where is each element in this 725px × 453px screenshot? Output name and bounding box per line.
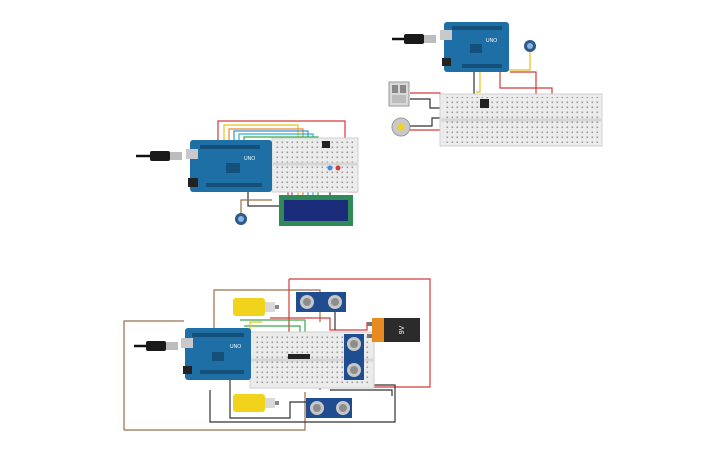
usb-cable-icon[interactable]	[134, 341, 178, 351]
potentiometer-icon[interactable]	[235, 213, 247, 225]
usb-cable-icon[interactable]	[392, 34, 436, 44]
circuit-relay-sensor[interactable]: UNO	[388, 22, 603, 147]
ultrasonic-sensor-3[interactable]	[306, 398, 352, 418]
motor-driver-ic[interactable]	[288, 354, 310, 359]
battery-9v[interactable]: 9V	[367, 318, 420, 342]
circuit-lcd-pot[interactable]: UNO	[136, 120, 359, 226]
board-label: UNO	[230, 344, 241, 350]
power-jack	[442, 58, 451, 66]
lcd-16x2[interactable]	[279, 195, 353, 226]
board-label: UNO	[244, 156, 255, 162]
ultrasonic-sensor-1[interactable]	[296, 292, 346, 312]
usb-port	[440, 30, 452, 40]
usb-port	[181, 338, 193, 348]
power-jack	[188, 178, 198, 187]
arduino-uno[interactable]: UNO	[186, 140, 272, 192]
breadboard[interactable]	[271, 137, 359, 193]
dc-motor-icon[interactable]	[391, 117, 411, 137]
usb-cable-icon[interactable]	[136, 151, 182, 161]
battery-label: 9V	[399, 325, 406, 334]
ic-chip[interactable]	[480, 99, 489, 108]
gear-motor-top[interactable]	[233, 298, 279, 316]
usb-port	[186, 149, 198, 159]
potentiometer-icon[interactable]	[524, 40, 536, 52]
board-label: UNO	[486, 38, 497, 44]
led-blue[interactable]	[327, 165, 333, 171]
led-red[interactable]	[335, 165, 341, 171]
arduino-uno[interactable]: UNO	[181, 328, 251, 380]
ultrasonic-sensor-2[interactable]	[344, 334, 364, 380]
gear-motor-bottom[interactable]	[233, 394, 279, 412]
ic-chip[interactable]	[322, 141, 330, 148]
power-jack	[183, 366, 192, 374]
arduino-uno[interactable]: UNO	[440, 22, 509, 72]
breadboard[interactable]	[439, 93, 603, 147]
circuit-robot[interactable]: UNO	[123, 278, 431, 431]
relay-module[interactable]	[388, 81, 410, 107]
